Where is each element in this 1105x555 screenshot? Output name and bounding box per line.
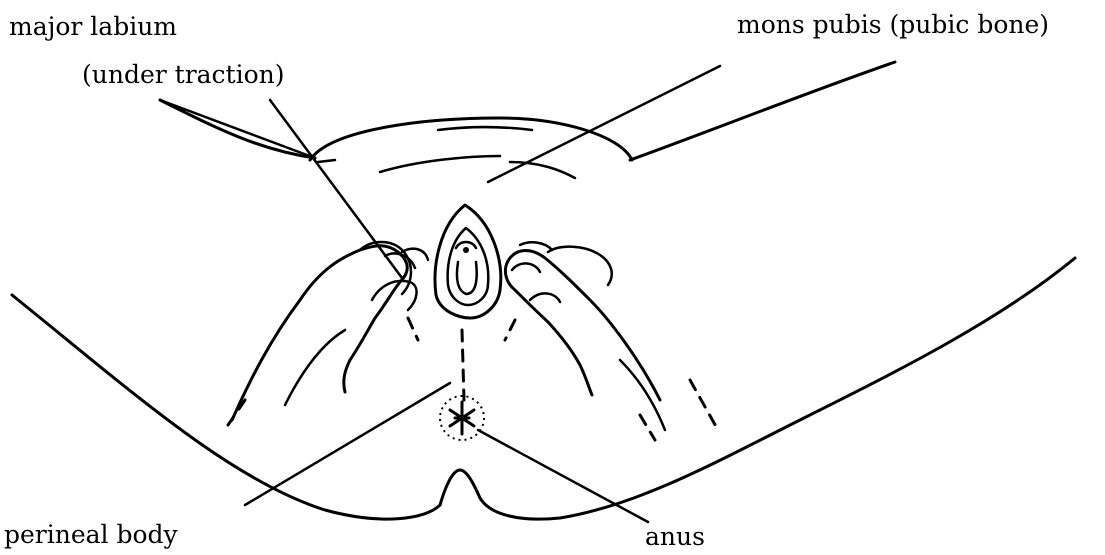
leader-line-mons-pubis bbox=[488, 66, 720, 182]
mons-crease-short bbox=[318, 160, 335, 162]
perineal-raphe-dash bbox=[462, 330, 464, 400]
mons-crease-right bbox=[510, 162, 575, 178]
left-labium-dash bbox=[408, 318, 418, 340]
leader-line-perineal-body bbox=[245, 383, 450, 505]
gluteal-cleft bbox=[440, 470, 480, 505]
right-hand-finger-2 bbox=[520, 242, 552, 250]
left-hand-wrist bbox=[285, 330, 345, 405]
vaginal-opening bbox=[457, 262, 477, 294]
urethral-meatus bbox=[463, 247, 469, 253]
right-hand-dash bbox=[640, 415, 655, 440]
left-hand-finger-2 bbox=[372, 281, 417, 310]
mons-crease-left bbox=[380, 156, 500, 172]
left-thigh-outline bbox=[12, 295, 440, 519]
right-hand-finger-3 bbox=[512, 263, 540, 272]
leader-line-anus bbox=[478, 430, 648, 522]
right-hand-finger-1 bbox=[548, 247, 612, 285]
right-thigh-dash bbox=[690, 380, 718, 430]
vulva-outer bbox=[435, 205, 501, 318]
right-hand-finger-4 bbox=[530, 293, 560, 302]
right-groin-line bbox=[630, 62, 895, 160]
mons-pubis-outline bbox=[310, 118, 632, 160]
mons-crease-upper bbox=[438, 127, 532, 130]
right-labium-dash bbox=[505, 320, 515, 340]
anus-mark bbox=[450, 402, 474, 434]
left-hand bbox=[232, 246, 407, 420]
